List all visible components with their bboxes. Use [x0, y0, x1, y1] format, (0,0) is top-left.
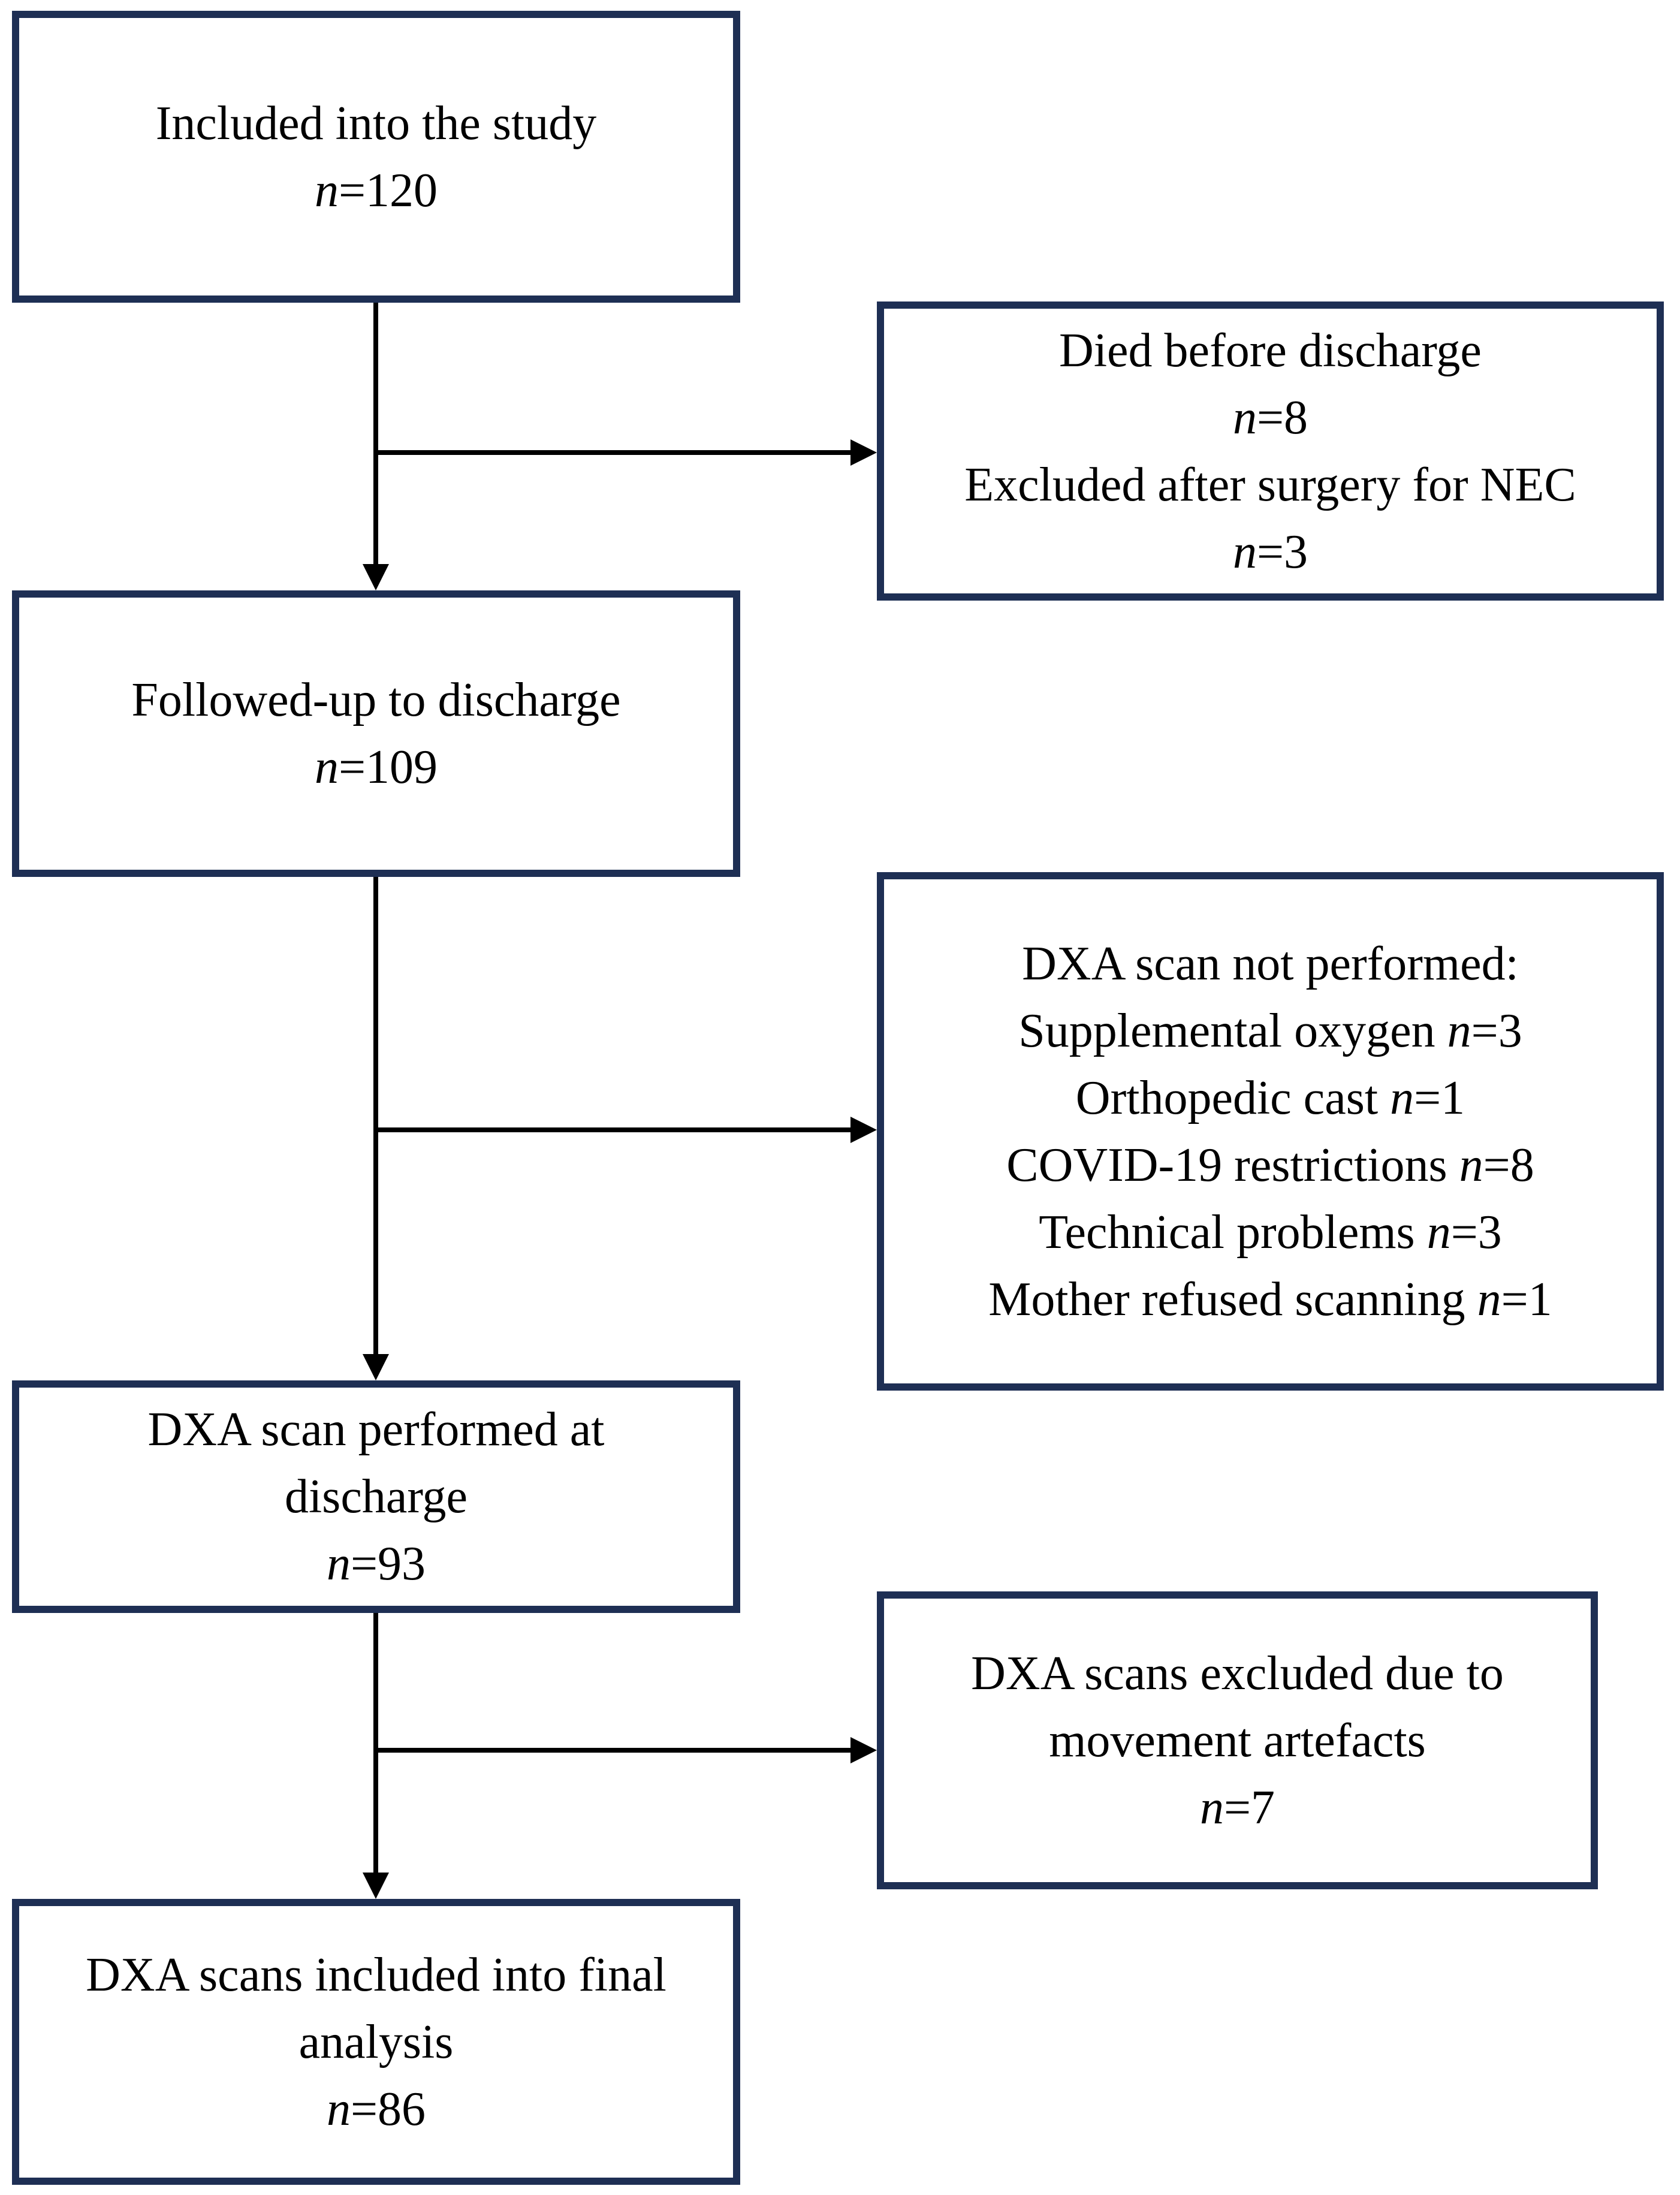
text-line: DXA scan not performed: — [1022, 930, 1519, 997]
n-symbol: n — [1426, 1205, 1451, 1259]
text-line: n=120 — [315, 157, 438, 224]
line-text: DXA scan performed at — [147, 1403, 605, 1456]
text-line: Technical problems n=3 — [1039, 1199, 1502, 1266]
arrowhead-down-icon — [363, 1354, 389, 1380]
arrowhead-down-icon — [363, 1873, 389, 1899]
box-dxa-scan-performed: DXA scan performed at discharge n=93 — [12, 1380, 740, 1613]
box-followed-up-to-discharge: Followed-up to discharge n=109 — [12, 590, 740, 877]
arrow-stem-branch-artefacts — [373, 1748, 852, 1753]
n-symbol: n — [326, 2082, 351, 2136]
n-symbol: n — [326, 1537, 351, 1590]
arrow-stem-included-to-followed — [373, 303, 378, 565]
arrow-stem-branch-not-performed — [373, 1127, 852, 1132]
box-dxa-scans-excluded-artefacts: DXA scans excluded due to movement artef… — [877, 1591, 1598, 1889]
line-text: =3 — [1256, 525, 1308, 578]
line-text: Excluded after surgery for NEC — [964, 458, 1576, 511]
line-text: Supplemental oxygen — [1018, 1004, 1447, 1057]
line-text: Technical problems — [1039, 1205, 1427, 1259]
n-symbol: n — [1232, 525, 1257, 578]
text-line: Excluded after surgery for NEC — [964, 451, 1576, 518]
line-text: DXA scan not performed: — [1022, 937, 1519, 990]
text-line: Supplemental oxygen n=3 — [1018, 997, 1522, 1065]
line-text: Orthopedic cast — [1075, 1071, 1391, 1124]
text-line: COVID-19 restrictions n=8 — [1006, 1132, 1534, 1199]
arrow-stem-performed-to-final — [373, 1613, 378, 1874]
line-text: Included into the study — [155, 97, 597, 150]
text-line: n=109 — [315, 734, 438, 801]
text-line: Mother refused scanning n=1 — [988, 1266, 1552, 1333]
line-text: =93 — [350, 1537, 426, 1590]
n-symbol: n — [1199, 1781, 1224, 1834]
line-text: =3 — [1450, 1205, 1502, 1259]
line-text: analysis — [298, 2015, 454, 2069]
line-text: =7 — [1223, 1781, 1275, 1834]
line-text: =3 — [1471, 1004, 1522, 1057]
line-text: =1 — [1414, 1071, 1465, 1124]
arrowhead-right-icon — [850, 439, 877, 466]
arrowhead-right-icon — [850, 1117, 877, 1143]
text-line: Orthopedic cast n=1 — [1076, 1065, 1465, 1132]
text-line: n=7 — [1200, 1774, 1275, 1841]
line-text: Followed-up to discharge — [131, 674, 621, 726]
text-line: Included into the study — [156, 90, 596, 157]
arrow-stem-followed-to-performed — [373, 877, 378, 1355]
text-line: movement artefacts — [1049, 1707, 1426, 1774]
line-text: discharge — [284, 1470, 468, 1523]
arrowhead-right-icon — [850, 1737, 877, 1763]
n-symbol: n — [1390, 1071, 1414, 1124]
arrow-stem-branch-died — [373, 450, 852, 455]
text-line: Followed-up to discharge — [131, 667, 620, 734]
n-symbol: n — [314, 164, 339, 217]
arrowhead-down-icon — [363, 564, 389, 590]
line-text: movement artefacts — [1049, 1714, 1426, 1767]
line-text: =8 — [1256, 391, 1308, 444]
text-line: DXA scans included into final — [86, 1941, 666, 2009]
line-text: Mother refused scanning — [988, 1273, 1477, 1326]
line-text: =1 — [1501, 1273, 1552, 1326]
text-line: n=86 — [327, 2076, 426, 2143]
n-symbol: n — [1459, 1138, 1483, 1192]
line-text: =109 — [338, 741, 438, 794]
box-included-into-study: Included into the study n=120 — [12, 11, 740, 303]
text-line: discharge — [285, 1463, 467, 1530]
line-text: Died before discharge — [1059, 324, 1482, 377]
n-symbol: n — [314, 741, 339, 794]
text-line: DXA scans excluded due to — [971, 1640, 1504, 1707]
text-line: n=8 — [1233, 384, 1308, 451]
box-dxa-scan-not-performed: DXA scan not performed: Supplemental oxy… — [877, 872, 1664, 1391]
text-line: Died before discharge — [1059, 317, 1482, 384]
line-text: DXA scans excluded due to — [971, 1647, 1504, 1700]
box-final-analysis: DXA scans included into final analysis n… — [12, 1899, 740, 2185]
n-symbol: n — [1232, 391, 1257, 444]
line-text: =86 — [350, 2082, 426, 2136]
line-text: =8 — [1483, 1138, 1534, 1192]
line-text: COVID-19 restrictions — [1006, 1138, 1459, 1192]
n-symbol: n — [1447, 1004, 1471, 1057]
box-died-or-excluded: Died before discharge n=8 Excluded after… — [877, 301, 1664, 601]
text-line: DXA scan performed at — [148, 1396, 605, 1463]
text-line: analysis — [299, 2009, 454, 2076]
text-line: n=3 — [1233, 518, 1308, 586]
text-line: n=93 — [327, 1530, 426, 1597]
n-symbol: n — [1477, 1273, 1501, 1326]
line-text: =120 — [338, 164, 438, 217]
line-text: DXA scans included into final — [86, 1948, 666, 2001]
